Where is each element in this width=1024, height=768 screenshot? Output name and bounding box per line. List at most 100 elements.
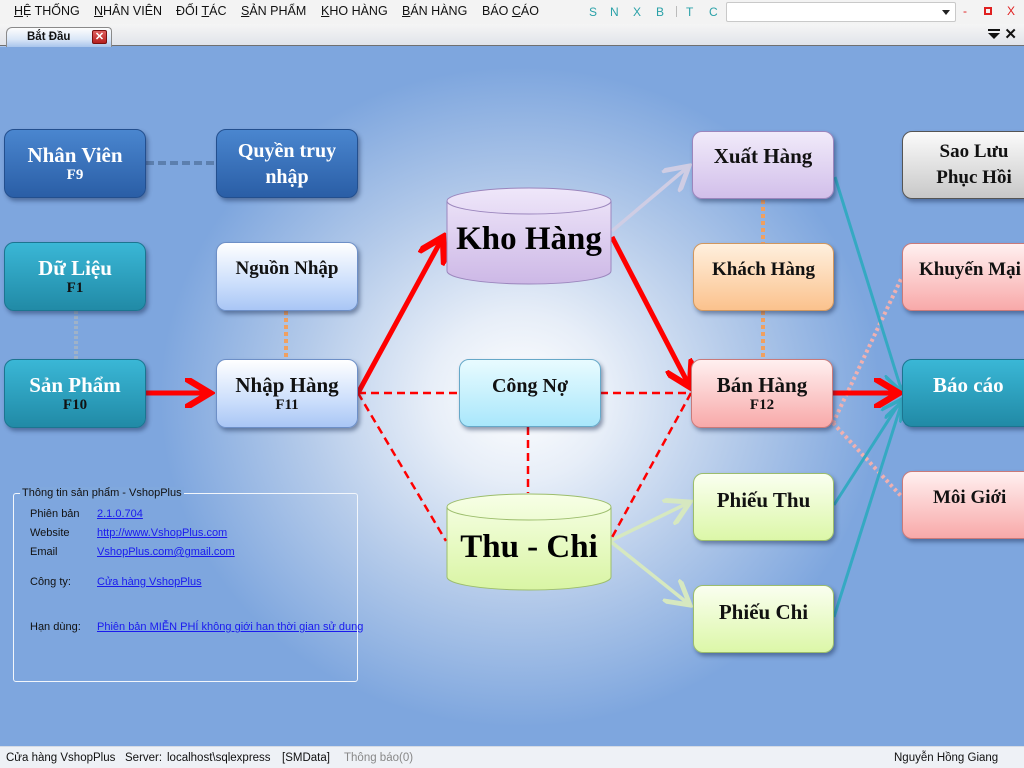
quick-button-b[interactable]: B	[656, 5, 665, 19]
node-title: Công Nợ	[491, 375, 569, 397]
quick-button-t[interactable]: T	[686, 5, 694, 19]
maximize-button[interactable]	[984, 7, 992, 15]
node-xuat-hang[interactable]: Xuất Hàng	[692, 131, 834, 199]
node-title: Sao Lưu Phục Hồi	[936, 141, 1012, 188]
node-nhap-hang[interactable]: Nhập Hàng F11	[216, 359, 358, 428]
menu-kho-hang[interactable]: KHO HÀNG	[321, 4, 388, 18]
node-phieu-thu[interactable]: Phiếu Thu	[693, 473, 834, 541]
node-moi-gioi[interactable]: Môi Giới	[902, 471, 1024, 539]
node-sao-luu-phuc-hoi[interactable]: Sao Lưu Phục Hồi	[902, 131, 1024, 199]
diagram-links	[74, 161, 1024, 618]
menu-mnemonic: K	[321, 4, 330, 18]
status-database: [SMData]	[282, 752, 330, 764]
node-title: Môi Giới	[933, 487, 1007, 508]
node-khach-hang[interactable]: Khách Hàng	[693, 243, 834, 311]
menu-doi-tac[interactable]: ĐỐI TÁC	[176, 4, 227, 18]
node-title: Phiếu Thu	[716, 488, 811, 512]
node-title: Dữ Liệu	[38, 256, 112, 280]
node-title: Bán Hàng	[716, 373, 808, 397]
status-server-label: Server:	[125, 752, 163, 764]
node-title: Phiếu Chi	[718, 600, 809, 624]
quick-button-x[interactable]: X	[633, 5, 642, 19]
shortcut-key: F10	[62, 397, 88, 413]
node-title: Khuyến Mại	[919, 259, 1021, 280]
node-san-pham[interactable]: Sản Phẩm F10	[4, 359, 146, 428]
node-phieu-chi[interactable]: Phiếu Chi	[693, 585, 834, 653]
product-info-title: Thông tin sản phẩm - VshopPlus	[20, 487, 184, 500]
shortcut-key: F12	[749, 397, 775, 413]
node-title: Quyền truy nhập	[237, 139, 337, 188]
version-link[interactable]: 2.1.0.704	[97, 508, 143, 520]
license-label: Hạn dùng:	[30, 621, 81, 633]
menu-nhan-vien[interactable]: NHÂN VIÊN	[94, 4, 163, 18]
license-link[interactable]: Phiên bản MIỄN PHÍ không giới han thời g…	[97, 621, 364, 633]
status-store: Cửa hàng VshopPlus	[6, 752, 116, 764]
email-link[interactable]: VshopPlus.com@gmail.com	[97, 546, 235, 558]
link-banhang-moigioi	[831, 421, 904, 499]
node-title: Kho Hàng	[456, 221, 602, 257]
node-bao-cao[interactable]: Báo cáo	[902, 359, 1024, 427]
node-du-lieu[interactable]: Dữ Liệu F1	[4, 242, 146, 311]
version-label: Phiên bản	[30, 508, 80, 520]
menu-mnemonic: N	[94, 4, 104, 18]
quick-search-combo[interactable]	[726, 2, 956, 22]
node-thu-chi[interactable]: Thu - Chi	[446, 493, 612, 593]
quick-button-n[interactable]: N	[610, 5, 619, 19]
website-link[interactable]: http://www.VshopPlus.com	[97, 527, 228, 539]
tab-bat-dau[interactable]: Bắt Đầu ✕	[6, 27, 112, 47]
database-cylinder-icon	[446, 493, 612, 591]
arrow-khohang-banhang	[609, 235, 690, 387]
chevron-down-icon[interactable]	[942, 10, 950, 15]
email-label: Email	[30, 546, 58, 558]
node-nhan-vien[interactable]: Nhân Viên F9	[4, 129, 146, 198]
close-window-button[interactable]: X	[1007, 4, 1016, 18]
tab-label: Bắt Đầu	[27, 31, 71, 43]
link-banhang-thuchi	[608, 392, 693, 542]
arrow-thuchi-phieuthu	[609, 502, 690, 543]
link-phieuthu-baocao	[832, 399, 902, 506]
node-kho-hang[interactable]: Kho Hàng	[446, 187, 612, 287]
tab-list-dropdown-icon[interactable]	[988, 27, 1000, 42]
menu-ban-hang[interactable]: BÁN HÀNG	[402, 4, 468, 18]
tab-strip: Bắt Đầu ✕ ✕	[0, 24, 1024, 47]
menu-bao-cao[interactable]: BÁO CÁO	[482, 4, 539, 18]
status-user: Nguyễn Hồng Giang	[894, 752, 999, 764]
quick-separator	[676, 6, 677, 17]
shortcut-key: F9	[66, 167, 84, 183]
company-label: Công ty:	[30, 576, 71, 588]
node-cong-no[interactable]: Công Nợ	[459, 359, 601, 427]
database-cylinder-icon	[446, 187, 612, 285]
node-title: Nhân Viên	[27, 143, 123, 167]
link-nhaphang-thuchi	[356, 392, 448, 542]
arrow-nhaphang-khohang	[355, 237, 443, 395]
menu-he-thong[interactable]: HỆ THỐNG	[14, 4, 80, 18]
menu-mnemonic: B	[402, 4, 411, 18]
node-title: Xuất Hàng	[713, 144, 813, 168]
menu-mnemonic: H	[14, 4, 24, 18]
node-khuyen-mai[interactable]: Khuyến Mại	[902, 243, 1024, 311]
menu-mnemonic: T	[201, 4, 210, 18]
node-title: Báo cáo	[933, 373, 1004, 397]
menu-bar: HỆ THỐNG NHÂN VIÊN ĐỐI TÁC SẢN PHẨM KHO …	[0, 0, 1024, 24]
company-link[interactable]: Cửa hàng VshopPlus	[97, 576, 202, 588]
node-ban-hang[interactable]: Bán Hàng F12	[691, 359, 833, 428]
menu-san-pham[interactable]: SẢN PHẨM	[241, 4, 307, 18]
link-xuathang-baocao	[833, 176, 902, 392]
quick-button-s[interactable]: S	[589, 5, 598, 19]
start-diagram-canvas: Nhân Viên F9 Quyền truy nhập Dữ Liệu F1 …	[0, 47, 1024, 745]
status-notifications[interactable]: Thông báo(0)	[344, 752, 414, 764]
close-all-tabs-icon[interactable]: ✕	[1004, 26, 1017, 43]
node-quyen-truy-nhap[interactable]: Quyền truy nhập	[216, 129, 358, 198]
shortcut-key: F11	[275, 397, 299, 413]
status-bar: Cửa hàng VshopPlus Server: localhost\sql…	[0, 746, 1024, 768]
menu-mnemonic: C	[511, 4, 521, 18]
node-nguon-nhap[interactable]: Nguồn Nhập	[216, 242, 358, 311]
node-title: Sản Phẩm	[29, 373, 121, 397]
close-tab-icon[interactable]: ✕	[92, 30, 107, 44]
quick-button-c[interactable]: C	[709, 5, 718, 19]
node-title: Nguồn Nhập	[235, 258, 339, 279]
menu-mnemonic: S	[241, 4, 250, 18]
shortcut-key: F1	[66, 280, 84, 296]
minimize-button[interactable]: -	[963, 4, 967, 18]
status-server: localhost\sqlexpress	[167, 752, 271, 764]
